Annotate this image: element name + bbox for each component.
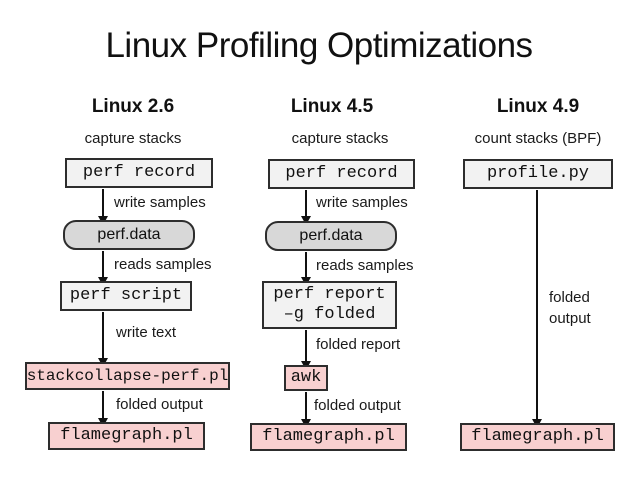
edge-label-folded-output: folded output xyxy=(549,289,591,327)
edge-label-write-samples: write samples xyxy=(316,194,408,211)
edge-label-folded-report: folded report xyxy=(316,336,401,353)
edge-label-folded-output: folded output xyxy=(116,396,203,413)
arrow-write-samples xyxy=(301,190,311,225)
arrow-write-text xyxy=(98,312,108,367)
node-flamegraph-pl: flamegraph.pl xyxy=(48,422,205,450)
node-perf-report-g-folded: perf report –g folded xyxy=(262,281,397,329)
arrow-folded-output-long xyxy=(532,190,542,428)
node-perf-data: perf.data xyxy=(265,221,397,251)
arrow-folded-report xyxy=(301,330,311,370)
arrow-reads-samples xyxy=(301,252,311,286)
edge-label-reads-samples: reads samples xyxy=(316,257,414,274)
node-perf-data: perf.data xyxy=(63,220,195,250)
arrow-folded-output xyxy=(98,391,108,427)
column-header-linux-2-6: Linux 2.6 xyxy=(91,96,175,117)
node-perf-script: perf script xyxy=(60,281,192,311)
page-title: Linux Profiling Optimizations xyxy=(105,26,533,65)
column-header-linux-4-5: Linux 4.5 xyxy=(290,96,374,117)
edge-label-write-text: write text xyxy=(116,324,177,341)
step-label-capture-stacks: capture stacks xyxy=(84,130,182,147)
node-perf-record: perf record xyxy=(65,158,213,188)
arrow-folded-output xyxy=(301,392,311,428)
step-label-capture-stacks: capture stacks xyxy=(291,130,389,147)
node-profile-py: profile.py xyxy=(463,159,613,189)
edge-label-reads-samples: reads samples xyxy=(114,256,212,273)
node-flamegraph-pl: flamegraph.pl xyxy=(250,423,407,451)
node-flamegraph-pl: flamegraph.pl xyxy=(460,423,615,451)
arrow-reads-samples xyxy=(98,251,108,286)
edge-label-write-samples: write samples xyxy=(114,194,206,211)
node-stackcollapse-perf-pl: stackcollapse-perf.pl xyxy=(25,362,230,390)
edge-label-folded-output: folded output xyxy=(314,397,401,414)
column-header-linux-4-9: Linux 4.9 xyxy=(496,96,580,117)
node-perf-record: perf record xyxy=(268,159,415,189)
node-awk: awk xyxy=(284,365,328,391)
arrow-write-samples xyxy=(98,189,108,225)
step-label-count-stacks-bpf: count stacks (BPF) xyxy=(474,130,602,147)
